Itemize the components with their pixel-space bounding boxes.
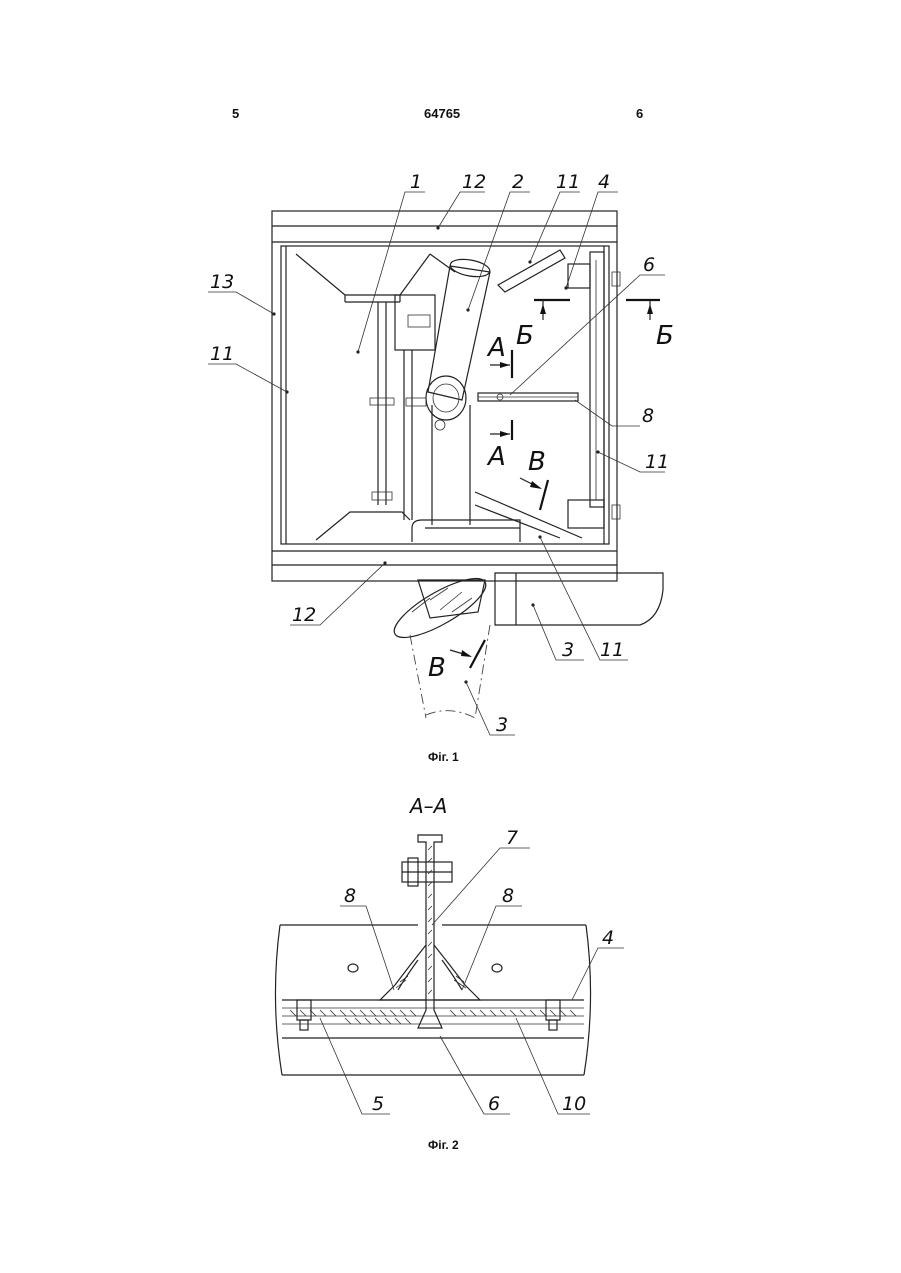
fig2-section-title: А–А <box>408 794 447 818</box>
fig1-label-12-top: 12 <box>462 171 486 193</box>
section-mark-a-top: А <box>486 333 506 363</box>
fig1-label-1: 1 <box>410 171 422 193</box>
section-mark-a-bottom: А <box>486 442 506 472</box>
fig2-label-4: 4 <box>602 927 614 949</box>
fig1-label-6: 6 <box>643 254 655 276</box>
fig1-label-3-bottom: 3 <box>496 714 508 736</box>
fig1-label-2: 2 <box>512 171 524 193</box>
fig1-label-11-right: 11 <box>645 451 669 473</box>
section-mark-b-left: Б <box>516 321 534 351</box>
section-mark-v-top: В <box>528 447 546 477</box>
figure-1-caption: Фіг. 1 <box>428 750 459 764</box>
section-mark-v-bottom: В <box>428 653 446 683</box>
fig1-label-3-right: 3 <box>562 639 574 661</box>
fig1-label-8: 8 <box>642 405 654 427</box>
fig1-label-4: 4 <box>598 171 610 193</box>
fig1-label-11-top: 11 <box>556 171 580 193</box>
fig2-label-8-left: 8 <box>344 885 356 907</box>
fig2-label-7: 7 <box>506 827 518 849</box>
fig2-label-6: 6 <box>488 1093 500 1115</box>
fig2-label-5: 5 <box>372 1093 384 1115</box>
fig1-label-12-bottom: 12 <box>292 604 316 626</box>
fig1-label-11-left: 11 <box>210 343 234 365</box>
fig1-label-11-bottom: 11 <box>600 639 624 661</box>
fig2-label-10: 10 <box>562 1093 586 1115</box>
fig2-label-8-right: 8 <box>502 885 514 907</box>
section-mark-b-right: Б <box>656 321 674 351</box>
figure-2-caption: Фіг. 2 <box>428 1138 459 1152</box>
figure-1-drawing: 1 12 2 11 4 6 13 11 8 11 12 3 11 3 А А Б… <box>0 0 901 780</box>
fig1-label-13: 13 <box>210 271 234 293</box>
